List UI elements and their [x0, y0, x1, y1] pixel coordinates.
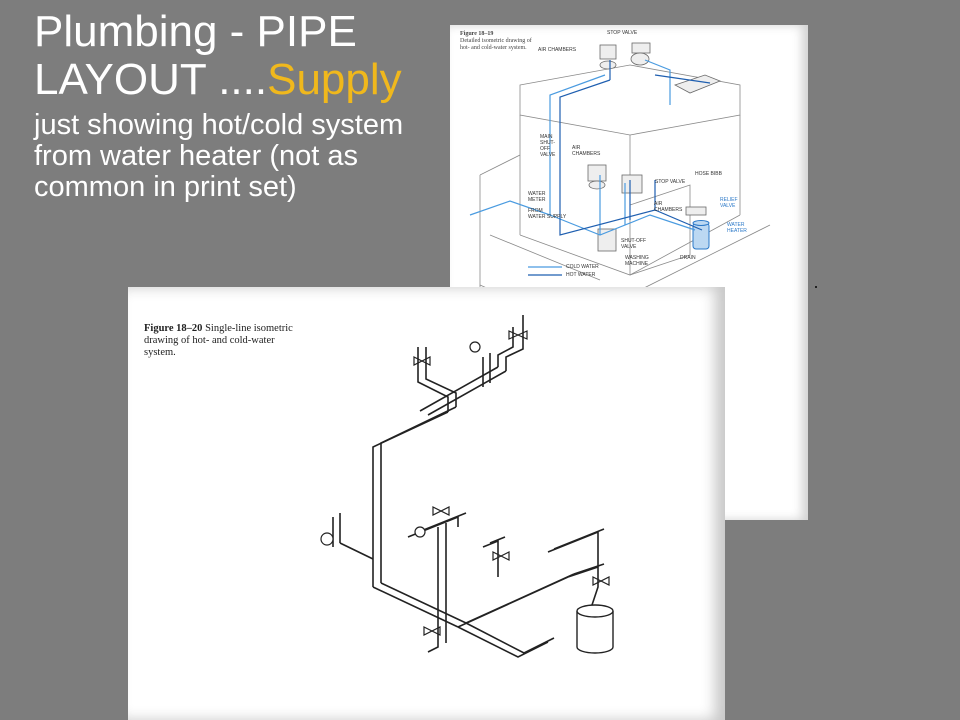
label-stop-valve-top: STOP VALVE	[607, 30, 638, 36]
water-heater-tank	[576, 604, 614, 654]
figure-18-20-drawing	[320, 315, 614, 658]
label-air-chambers-mid: AIR CHAMBERS	[572, 145, 601, 157]
label-relief-valve: RELIEF VALVE	[720, 197, 738, 209]
label-water-meter: WATER METER	[528, 191, 546, 203]
label-air-chambers-low: AIR CHAMBERS	[654, 201, 683, 213]
label-hose-bibb: HOSE BIBB	[695, 171, 722, 177]
cold-water-pipes	[469, 59, 696, 236]
title-line-1: Plumbing - PIPE	[34, 7, 357, 56]
slide-title: Plumbing - PIPE LAYOUT ....Supply just s…	[34, 8, 454, 203]
label-water-heater: WATER HEATER	[727, 222, 747, 234]
label-shutoff-valve: SHUT-OFF VALVE	[621, 238, 646, 250]
figure-18-20-image: Figure 18–20 Single-line isometric drawi…	[128, 287, 725, 720]
figure-18-20-caption: Figure 18–20 Single-line isometric drawi…	[144, 323, 304, 359]
figure-18-19-caption: Figure 18–19 Detailed isometric drawing …	[460, 31, 540, 52]
label-washing-machine: WASHING MACHINE	[625, 255, 649, 267]
figure-18-20-number: Figure 18–20	[144, 323, 203, 334]
legend-hot-label: HOT WATER	[566, 272, 596, 278]
title-line-2-prefix: LAYOUT ....	[34, 55, 268, 104]
water-heater-shape	[692, 220, 710, 250]
label-stop-valve-mid: STOP VALVE	[655, 179, 686, 185]
meters	[320, 341, 481, 546]
legend-cold-label: COLD WATER	[566, 264, 599, 270]
slide-subtitle: just showing hot/cold system from water …	[34, 109, 404, 203]
fixtures	[587, 42, 722, 252]
figure-18-19-number: Figure 18–19	[460, 31, 494, 37]
label-drain: DRAIN	[680, 255, 696, 261]
figure-18-20-caption-text: Single-line isometric drawing of hot- an…	[144, 323, 293, 358]
figure-18-19-caption-text: Detailed isometric drawing of hot- and c…	[460, 38, 532, 51]
title-line-2: LAYOUT ....Supply	[34, 56, 454, 104]
title-accent-word: Supply	[267, 55, 402, 104]
single-line-pipes	[332, 315, 605, 658]
label-main-shutoff-valve: MAIN SHUT- OFF VALVE	[540, 134, 556, 158]
label-from-water-supply: FROM WATER SUPPLY	[528, 208, 567, 220]
hot-water-pipes	[559, 60, 711, 236]
valves	[413, 330, 610, 636]
stray-dot	[815, 286, 817, 288]
label-air-chambers-top: AIR CHAMBERS	[538, 47, 577, 53]
